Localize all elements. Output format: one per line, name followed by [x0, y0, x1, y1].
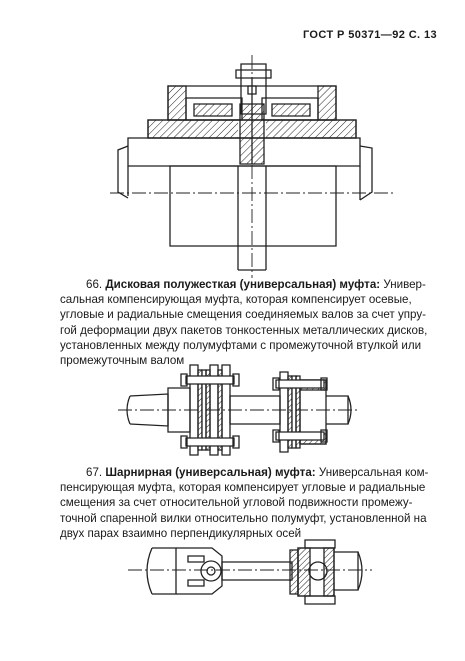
text-line: пенсирующая муфта, которая компенсирует …: [60, 481, 426, 495]
item-66-text: 66. Дисковая полужесткая (универсальная)…: [60, 277, 440, 368]
text-line: сальная компенсирующая муфта, которая ко…: [60, 293, 412, 307]
text-line: установленных между полумуфтами с промеж…: [60, 338, 422, 352]
item-term: Шарнирная (универсальная) муфта:: [105, 466, 316, 479]
text-line: точной спаренной вилки относительно полу…: [60, 511, 427, 525]
item-67-text: 67. Шарнирная (универсальная) муфта: Уни…: [60, 465, 440, 541]
text-line: промежуточным валом: [60, 354, 185, 368]
text-line: смещения за счет относительной угловой п…: [60, 496, 413, 510]
text-line: гой деформации двух пакетов тонкостенных…: [60, 323, 428, 337]
text-line: угловые и радиальные смещения соединяемы…: [60, 308, 427, 322]
item-number: 66.: [86, 278, 103, 291]
item-term: Дисковая полужесткая (универсальная) муф…: [105, 278, 381, 291]
page-header: ГОСТ Р 50371—92 С. 13: [302, 29, 437, 41]
item-number: 67.: [86, 466, 103, 479]
text-line: двух парах взаимно перпендикулярных осей: [60, 526, 302, 540]
text-line: Универсальная ком-: [318, 466, 429, 479]
text-line: Универ-: [383, 278, 426, 291]
